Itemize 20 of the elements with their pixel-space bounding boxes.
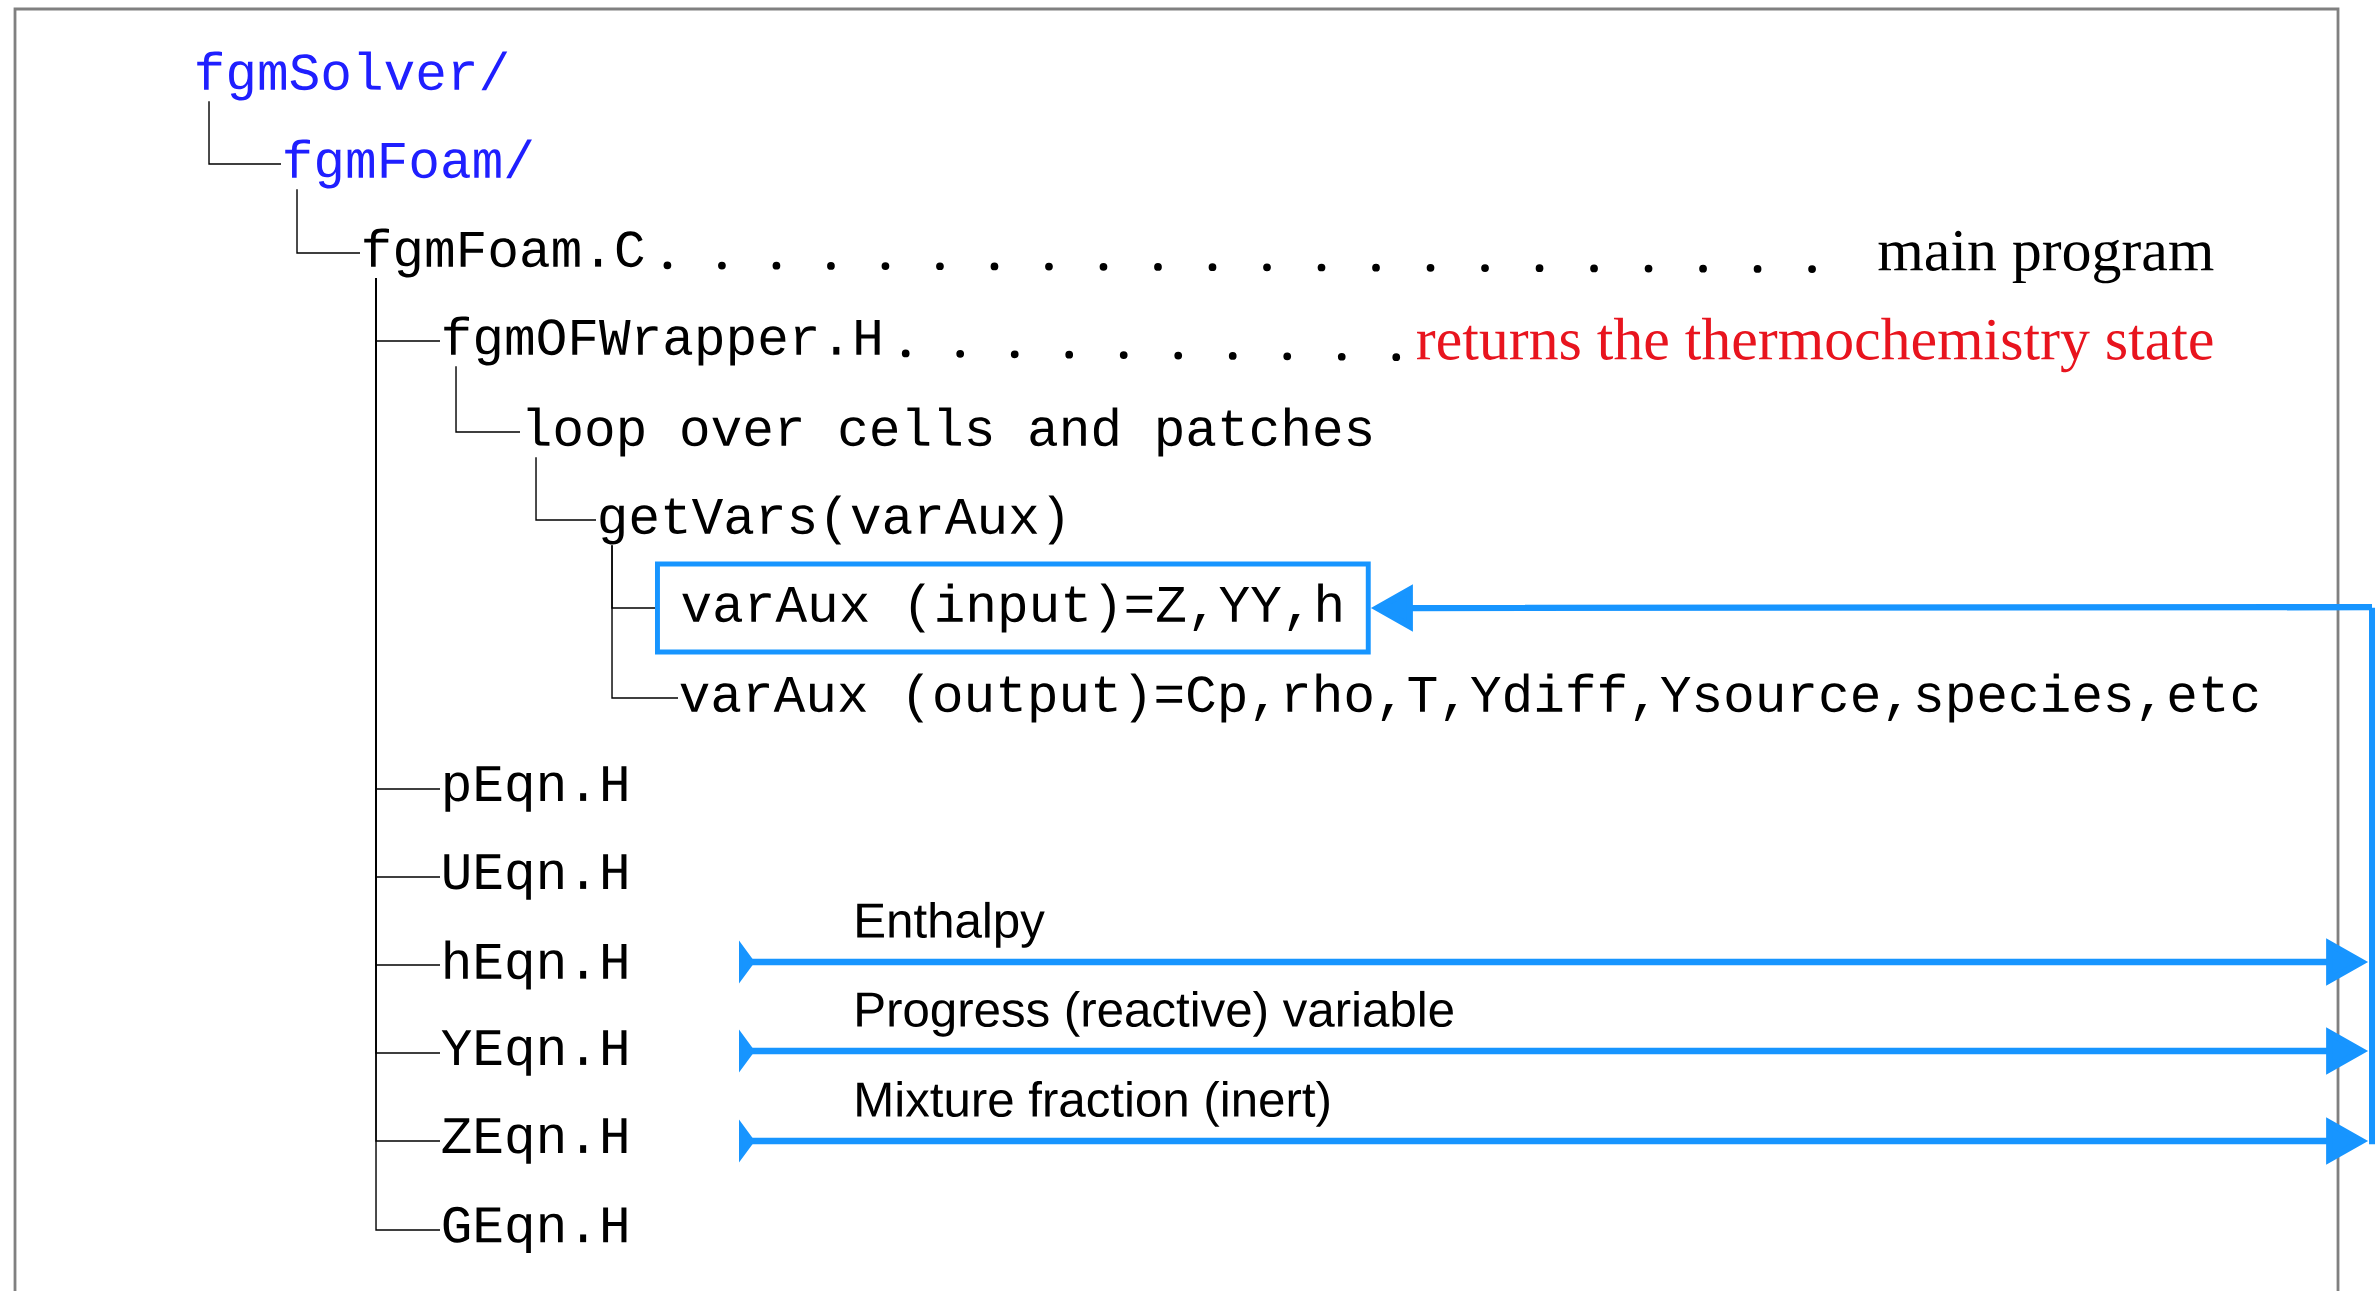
file-label: GEqn.H	[443, 1206, 627, 1254]
file-label: ZEqn.H	[442, 1118, 627, 1164]
file-label: pEqn.H	[445, 766, 627, 812]
folder-label: fgmFoam/	[285, 139, 532, 189]
file-label: fgmFoam.C	[364, 228, 644, 278]
file-label: YEqn.H	[441, 1030, 627, 1076]
edge-label: Mixture fraction (inert)	[849, 1077, 1336, 1131]
description-text: returns the thermochemistry state	[1417, 317, 2213, 373]
highlight-box: varAux (input)=Z,YY,h	[655, 561, 1371, 655]
file-label: getVars(varAux)	[600, 495, 1063, 545]
file-label: fgmOFWrapper.H	[444, 316, 880, 366]
edge-label: Enthalpy	[849, 898, 1049, 952]
file-label: hEqn.H	[445, 940, 627, 990]
file-label: UEqn.H	[444, 854, 627, 900]
folder-label: fgmSolver/	[197, 51, 508, 101]
file-label: varAux (output)=Cp,rho,T,Ydiff,Ysource,species,etc	[680, 673, 2258, 723]
vertical-bar	[2369, 607, 2375, 1145]
edge-label: Progress (reactive) variable	[849, 987, 1459, 1041]
description-text: main program	[1878, 230, 2214, 284]
file-label: loop over cells and patches	[527, 407, 1371, 457]
